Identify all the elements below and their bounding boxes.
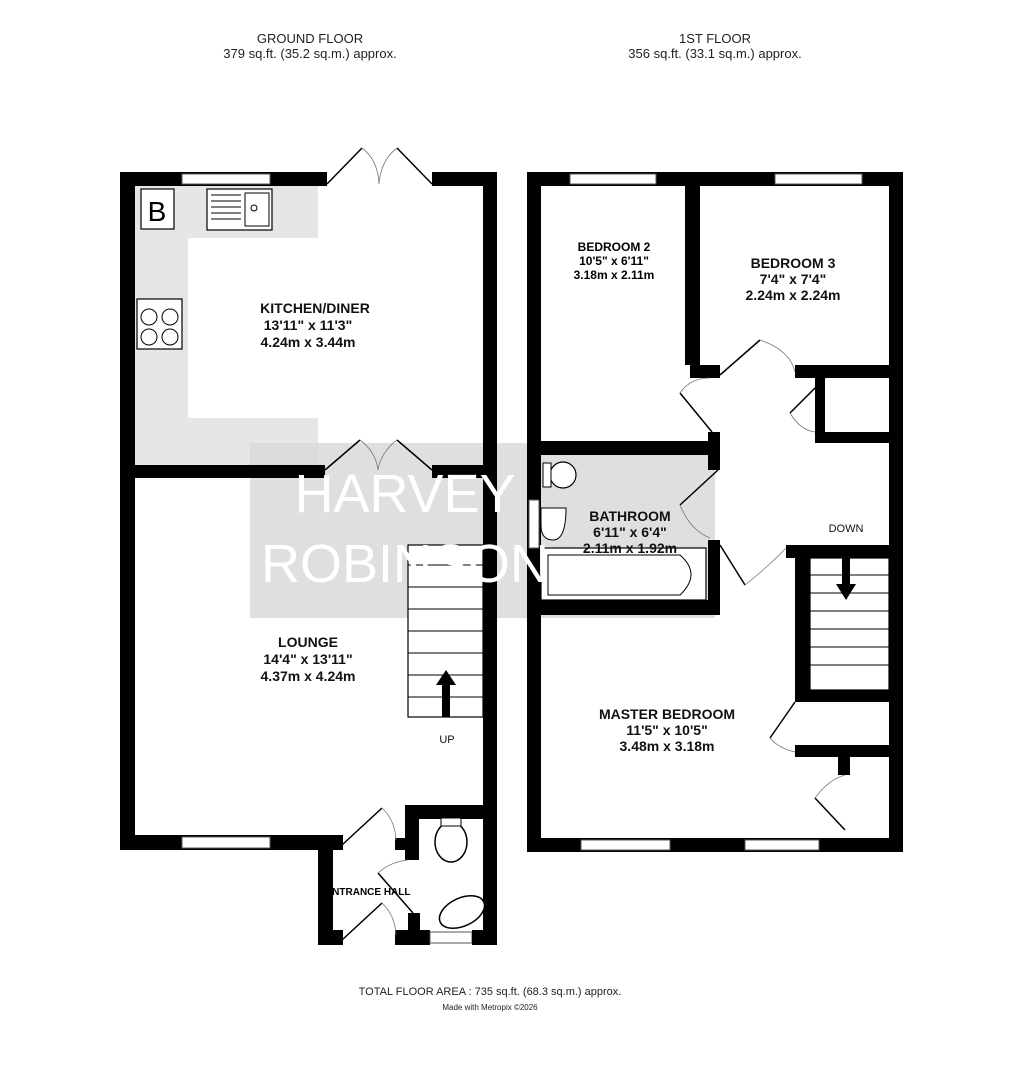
french-doors-garden (326, 147, 433, 185)
bathtub-icon (540, 547, 707, 601)
basin-icon (438, 895, 486, 929)
first-floor-walls (527, 172, 903, 852)
bathroom-toilet-icon (542, 461, 577, 489)
first-floor-doors (679, 339, 846, 831)
kitchen-worktop (135, 186, 318, 465)
stairs-down-label: DOWN (829, 523, 864, 535)
room-bathroom-metric: 2.11m x 1.92m (583, 540, 677, 556)
hob-icon (136, 298, 183, 350)
watermark-logo: HARVEY ROBINSON (261, 464, 549, 594)
room-bedroom3-name: BEDROOM 3 (751, 255, 836, 271)
room-entrance-hall-name: ENTRANCE HALL (326, 887, 411, 898)
stairs-first (809, 557, 890, 691)
first-floor-area: 356 sq.ft. (33.1 sq.m.) approx. (628, 46, 801, 61)
sink-icon (206, 188, 273, 231)
stairs-up-label: UP (439, 734, 454, 746)
room-bathroom-imperial: 6'11" x 6'4" (593, 524, 667, 540)
ground-floor-area: 379 sq.ft. (35.2 sq.m.) approx. (223, 46, 396, 61)
room-bedroom3-imperial: 7'4" x 7'4" (760, 271, 827, 287)
room-kitchen-metric: 4.24m x 3.44m (261, 334, 356, 350)
first-floor-title: 1ST FLOOR (679, 31, 751, 46)
ground-floor-walls (120, 172, 497, 945)
watermark-line1: HARVEY (294, 464, 515, 524)
total-floor-area: TOTAL FLOOR AREA : 735 sq.ft. (68.3 sq.m… (359, 986, 622, 998)
room-master-bedroom-imperial: 11'5" x 10'5" (626, 722, 707, 738)
room-bedroom2-imperial: 10'5" x 6'11" (579, 254, 649, 268)
room-lounge-imperial: 14'4" x 13'11" (263, 651, 352, 667)
room-lounge-metric: 4.37m x 4.24m (261, 668, 356, 684)
toilet-icon (434, 817, 468, 863)
room-master-bedroom-metric: 3.48m x 3.18m (620, 738, 715, 754)
watermark-line2: ROBINSON (261, 534, 549, 594)
boiler: B (140, 188, 175, 230)
stairs-ground (407, 544, 484, 718)
room-lounge-name: LOUNGE (278, 634, 338, 650)
french-doors-lounge (324, 439, 433, 471)
room-bedroom2-name: BEDROOM 2 (578, 240, 651, 254)
room-bedroom3-metric: 2.24m x 2.24m (746, 287, 841, 303)
room-kitchen-imperial: 13'11" x 11'3" (264, 317, 352, 333)
room-bedroom2-metric: 3.18m x 2.11m (574, 268, 655, 282)
room-master-bedroom-name: MASTER BEDROOM (599, 706, 735, 722)
room-bathroom-name: BATHROOM (589, 508, 670, 524)
entrance-doors (341, 807, 414, 941)
bathroom-basin-icon (540, 507, 567, 541)
boiler-label: B (148, 196, 167, 227)
ground-floor-title: GROUND FLOOR (257, 31, 363, 46)
room-kitchen-name: KITCHEN/DINER (260, 300, 370, 316)
credit: Made with Metropix ©2026 (442, 1003, 538, 1012)
